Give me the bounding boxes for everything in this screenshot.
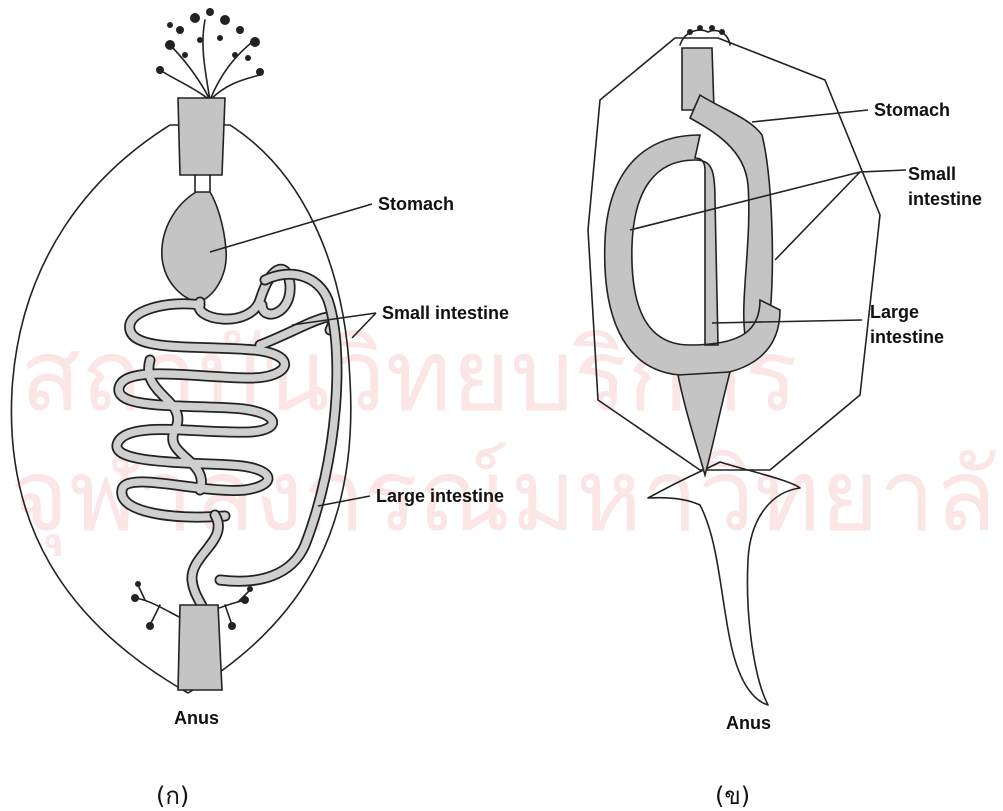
watermark-line-2: จุฬาลงกรณ์มหาวิทยาลัย bbox=[10, 437, 1003, 557]
left-anus-label: Anus bbox=[174, 708, 219, 728]
left-large-intestine-label: Large intestine bbox=[376, 486, 504, 506]
watermark: สถาบันวิทยบริการ จุฬาลงกรณ์มหาวิทยาลัย bbox=[10, 317, 1003, 557]
right-caption: (ข) bbox=[715, 782, 750, 810]
right-stomach-leader bbox=[752, 110, 868, 122]
left-pharynx bbox=[178, 98, 225, 175]
right-small-intestine-label-1: Small bbox=[908, 164, 956, 184]
right-large-intestine-label-1: Large bbox=[870, 302, 919, 322]
left-stomach-organ bbox=[162, 192, 226, 302]
left-stomach-label: Stomach bbox=[378, 194, 454, 214]
right-mouth-fringe bbox=[680, 25, 730, 45]
right-stomach-label: Stomach bbox=[874, 100, 950, 120]
left-stomach-leader bbox=[210, 204, 372, 252]
left-esophagus bbox=[195, 175, 210, 192]
right-large-intestine-label-2: intestine bbox=[870, 327, 944, 347]
left-caption: (ก) bbox=[156, 782, 189, 810]
left-small-intestine-label: Small intestine bbox=[382, 303, 509, 323]
left-cloaca bbox=[178, 605, 222, 690]
right-anus-label: Anus bbox=[726, 713, 771, 733]
right-small-intestine-label-2: intestine bbox=[908, 189, 982, 209]
left-oral-tentacles bbox=[156, 8, 264, 100]
